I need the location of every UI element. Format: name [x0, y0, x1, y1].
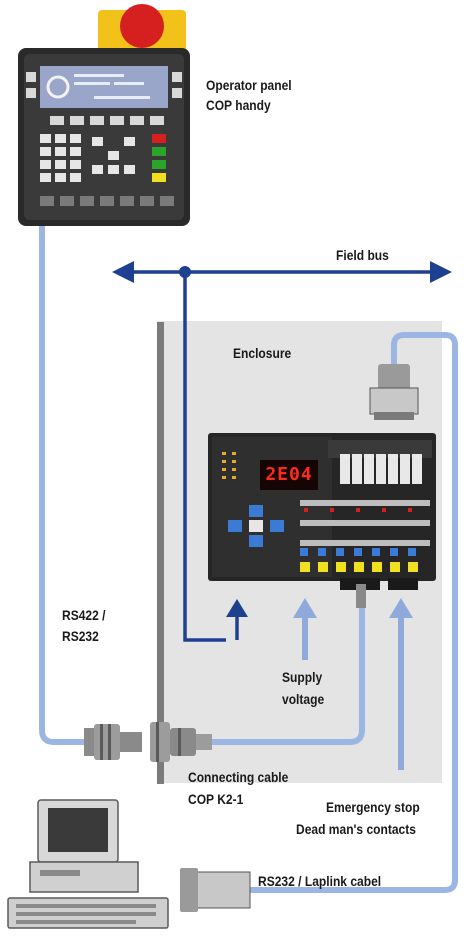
cable-connector-to-enclosure	[207, 603, 365, 745]
estop-button	[120, 4, 164, 48]
cable-sub-d-to-pc	[247, 332, 458, 893]
label-dead-mans: Dead man's contacts	[296, 821, 416, 837]
display-value: 2E04	[265, 464, 313, 485]
label-emergency-stop: Emergency stop	[326, 799, 420, 815]
supply-voltage-arrow	[293, 598, 317, 660]
panel-screen	[40, 66, 168, 108]
cable-panel-to-connector	[39, 222, 89, 745]
round-connector-right	[150, 722, 212, 762]
emergency-stop-arrow	[389, 598, 413, 770]
operator-panel-device	[18, 4, 190, 226]
pc-computer	[7, 799, 169, 929]
label-voltage: voltage	[282, 691, 325, 707]
label-rs232-laplink: RS232 / Laplink cabel	[258, 873, 382, 889]
label-enclosure: Enclosure	[233, 345, 292, 361]
sub-d-connector-pc	[180, 868, 251, 912]
seven-segment-display	[260, 460, 318, 490]
sub-d-connector-top	[369, 364, 419, 420]
label-rs232: RS232	[62, 628, 99, 644]
label-connecting-cable: Connecting cable	[188, 769, 289, 785]
label-rs422: RS422 /	[62, 607, 106, 623]
enclosure-wall	[157, 322, 164, 784]
label-supply: Supply	[282, 669, 323, 685]
label-field-bus: Field bus	[336, 247, 389, 263]
label-cop-k2: COP K2-1	[188, 791, 244, 807]
field-bus-arrow	[112, 261, 452, 642]
controller-unit	[208, 433, 436, 608]
round-connector-left	[84, 724, 142, 760]
label-cop-handy: COP handy	[206, 97, 271, 113]
cables	[39, 222, 458, 893]
label-operator-panel: Operator panel	[206, 77, 292, 93]
